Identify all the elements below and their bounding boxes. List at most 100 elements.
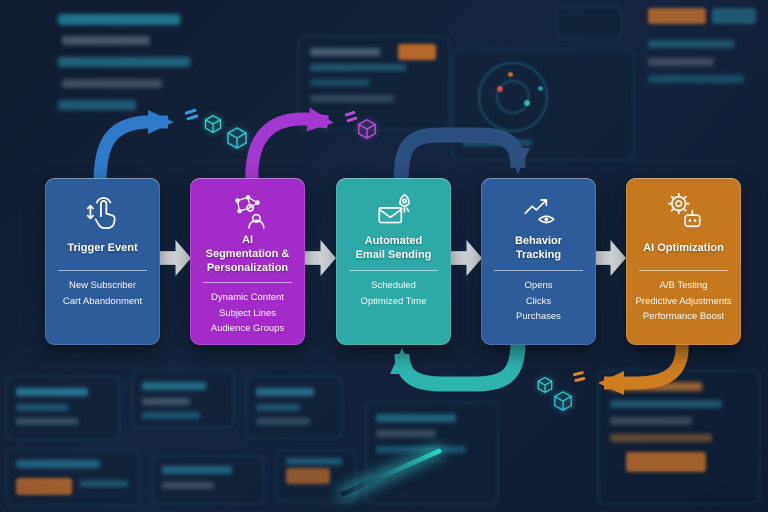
bg-bar — [376, 414, 456, 422]
cube-icon — [227, 127, 247, 149]
bg-bar — [256, 404, 300, 411]
bg-panel — [6, 450, 140, 506]
bg-bar — [16, 418, 78, 425]
bg-panel — [452, 50, 634, 160]
bg-bar — [58, 100, 136, 110]
bg-bar — [162, 466, 232, 474]
stage-item: A/B Testing — [659, 280, 708, 291]
bg-panel — [132, 370, 234, 428]
stage-card-ai-optimization: AI Optimization A/B Testing Predictive A… — [626, 178, 741, 345]
stage-item: New Subscriber — [68, 280, 137, 291]
bg-panel — [6, 376, 120, 440]
flow-arrow-2 — [305, 240, 336, 276]
cube-icon — [358, 118, 376, 140]
bg-dot — [497, 86, 503, 92]
bg-bar — [80, 480, 128, 487]
bg-chip — [626, 452, 706, 472]
equals-mark — [572, 370, 587, 385]
bg-bar — [256, 418, 310, 425]
cube-icon — [204, 114, 222, 134]
divider — [203, 281, 292, 283]
bg-bar — [610, 382, 702, 391]
bg-bar — [142, 412, 200, 419]
divider — [349, 270, 438, 271]
arch-arrow-email-to-tracking — [393, 127, 530, 183]
stage-item: Clicks — [525, 295, 552, 307]
bg-bar — [648, 40, 734, 48]
bg-panel — [556, 6, 622, 38]
stage-item: Predictive Adjustments — [635, 295, 732, 307]
bg-bar — [610, 434, 712, 442]
flow-arrow-4 — [595, 240, 626, 276]
bg-chip — [286, 468, 330, 484]
bg-bar — [16, 460, 100, 468]
bg-bar — [162, 482, 214, 489]
stage-item: Optimized Time — [360, 295, 427, 307]
bg-bar — [286, 458, 342, 465]
stage-title: Trigger Event — [67, 242, 138, 255]
stage-card-ai-segmentation: AI Segmentation & Personalization Dynami… — [190, 178, 305, 345]
bg-panel — [366, 402, 498, 504]
bg-dot — [538, 86, 543, 91]
stage-item: Subject Lines — [218, 307, 277, 319]
stage-item: Performance Boost — [642, 311, 725, 323]
loop-arrow-segmentation — [245, 107, 334, 183]
cube-icon — [554, 390, 572, 412]
bg-chip — [398, 44, 436, 60]
divider — [639, 270, 728, 271]
stage-title: Automated Email Sending — [355, 235, 432, 261]
flow-arrow-1 — [160, 240, 191, 276]
bg-panel — [598, 370, 760, 504]
loop-arrow-trigger — [93, 110, 174, 183]
bg-bar — [610, 417, 692, 425]
equals-mark — [184, 108, 199, 123]
bg-chip — [16, 478, 72, 495]
loop-arrow-optimization — [598, 341, 689, 395]
stage-item: Cart Abandonment — [62, 295, 143, 307]
bg-bar — [58, 57, 190, 67]
bg-bar — [62, 36, 150, 45]
bg-bar — [310, 48, 380, 56]
behavior-chart-eye-icon — [524, 199, 555, 224]
stage-items: Scheduled Optimized Time — [361, 278, 427, 309]
bg-bar — [310, 95, 394, 102]
bg-dot — [508, 72, 513, 77]
stage-title: AI Optimization — [643, 242, 724, 255]
bg-bar — [648, 75, 744, 83]
bg-glow-line — [339, 447, 443, 498]
bg-bar — [16, 388, 88, 396]
bg-bar — [376, 446, 466, 453]
bg-ring — [496, 80, 530, 114]
bg-bar — [16, 404, 68, 411]
stage-card-trigger-event: Trigger Event New Subscriber Cart Abando… — [45, 178, 160, 345]
bg-bar — [142, 382, 206, 390]
bg-chip — [648, 8, 706, 24]
divider — [494, 270, 583, 271]
bg-chip — [712, 8, 756, 24]
stage-item: Opens — [524, 280, 553, 291]
stage-items: New Subscriber Cart Abandonment — [63, 278, 142, 309]
bg-panel — [276, 450, 356, 502]
bg-bar — [462, 140, 532, 146]
gear-robot-icon — [667, 192, 701, 228]
bg-panel — [246, 376, 342, 438]
stage-title: Behavior Tracking — [514, 235, 563, 261]
stage-item: Dynamic Content — [211, 291, 284, 303]
stage-item: Scheduled — [371, 280, 416, 291]
stage-item: Audience Groups — [210, 323, 285, 335]
bg-panel — [298, 36, 450, 130]
stage-title: AI Segmentation & Personalization — [205, 234, 290, 274]
bg-bar — [310, 79, 370, 86]
bg-bar — [310, 64, 406, 71]
stage-card-behavior-tracking: Behavior Tracking Opens Clicks Purchases — [481, 178, 596, 345]
loop-arrow-tracking-to-email — [390, 341, 526, 392]
bg-ring — [478, 62, 548, 132]
bg-bar — [58, 14, 180, 25]
bg-dot — [524, 100, 530, 106]
flow-arrow-3 — [451, 240, 482, 276]
bg-bar — [648, 58, 714, 66]
bg-bar — [62, 79, 162, 88]
divider — [58, 270, 147, 271]
stage-item: Purchases — [516, 311, 561, 323]
